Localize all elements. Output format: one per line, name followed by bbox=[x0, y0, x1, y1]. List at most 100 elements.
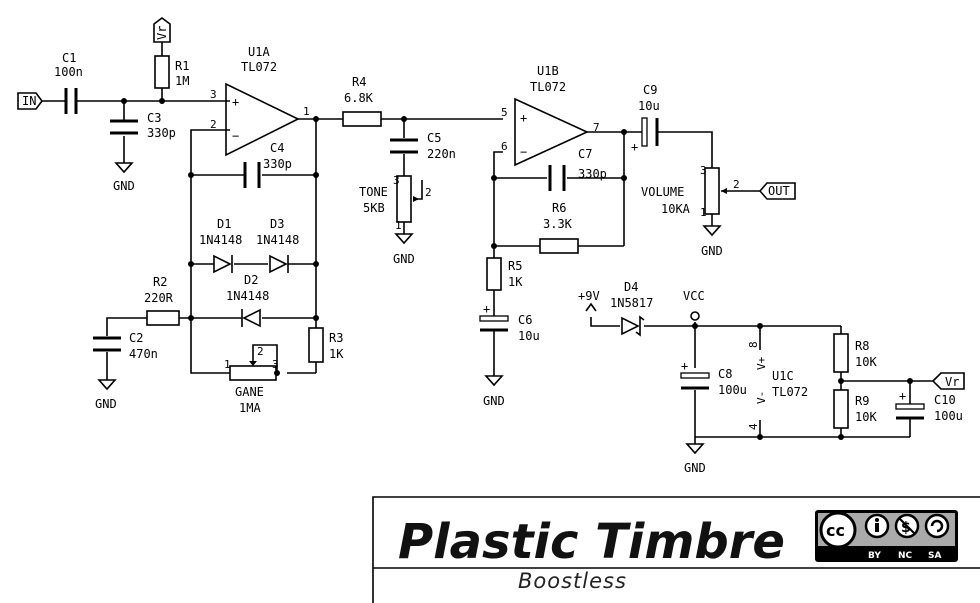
svg-text:V+: V+ bbox=[755, 356, 768, 370]
junction-dot bbox=[907, 378, 913, 384]
junction-dot bbox=[491, 243, 497, 249]
junction-dot bbox=[188, 261, 194, 267]
junction-dot bbox=[491, 175, 497, 181]
svg-text:cc: cc bbox=[826, 521, 845, 540]
svg-text:C3: C3 bbox=[147, 111, 161, 125]
svg-text:VCC: VCC bbox=[683, 289, 705, 303]
svg-text:1: 1 bbox=[303, 105, 310, 118]
power-symbol-9v: +9V bbox=[578, 289, 600, 312]
svg-text:R4: R4 bbox=[352, 75, 366, 89]
svg-text:GND: GND bbox=[684, 461, 706, 475]
svg-text:2: 2 bbox=[210, 118, 217, 131]
junction-dot bbox=[188, 315, 194, 321]
resistor-r3: R3 1K bbox=[308, 327, 344, 363]
svg-text:+: + bbox=[483, 302, 490, 316]
svg-text:1MA: 1MA bbox=[239, 401, 261, 415]
potentiometer-gane: 1 2 3 GANE 1MA bbox=[224, 345, 279, 415]
junction-dot bbox=[313, 315, 319, 321]
capacitor-c5: C5 220n bbox=[390, 131, 456, 161]
svg-text:+: + bbox=[520, 111, 527, 125]
svg-text:220n: 220n bbox=[427, 147, 456, 161]
svg-text:GND: GND bbox=[393, 252, 415, 266]
svg-text:2: 2 bbox=[733, 178, 740, 191]
resistor-r9: R9 10K bbox=[833, 389, 877, 429]
svg-text:+: + bbox=[631, 140, 638, 154]
resistor-r1: R1 1M bbox=[154, 55, 189, 89]
junction-dot bbox=[188, 172, 194, 178]
resistor-r8: R8 10K bbox=[833, 333, 877, 373]
svg-text:C8: C8 bbox=[718, 367, 732, 381]
project-subtitle: Boostless bbox=[518, 569, 627, 593]
svg-text:100u: 100u bbox=[718, 383, 747, 397]
junction-dot bbox=[313, 261, 319, 267]
junction-dot bbox=[313, 172, 319, 178]
junction-dot bbox=[838, 378, 844, 384]
svg-text:1: 1 bbox=[700, 206, 707, 219]
svg-text:C7: C7 bbox=[578, 147, 592, 161]
svg-text:BY: BY bbox=[868, 551, 881, 561]
ground-symbol: GND bbox=[113, 162, 135, 193]
svg-text:TL072: TL072 bbox=[772, 385, 808, 399]
junctions bbox=[121, 98, 913, 440]
svg-text:SA: SA bbox=[928, 551, 941, 561]
input-port-in: IN bbox=[17, 92, 43, 110]
svg-text:GND: GND bbox=[701, 244, 723, 258]
svg-text:OUT: OUT bbox=[768, 184, 790, 198]
svg-text:2: 2 bbox=[257, 345, 264, 358]
svg-text:R5: R5 bbox=[508, 259, 522, 273]
svg-text:1M: 1M bbox=[175, 74, 189, 88]
svg-text:U1B: U1B bbox=[537, 64, 559, 78]
ground-symbol: GND bbox=[701, 225, 723, 258]
junction-dot bbox=[313, 116, 319, 122]
junction-dot bbox=[159, 98, 165, 104]
svg-text:VOLUME: VOLUME bbox=[641, 185, 684, 199]
svg-text:U1C: U1C bbox=[772, 369, 794, 383]
svg-text:+: + bbox=[899, 389, 906, 403]
svg-text:330p: 330p bbox=[263, 157, 292, 171]
vr-port: Vr bbox=[153, 17, 171, 43]
junction-dot bbox=[401, 116, 407, 122]
junction-dot bbox=[121, 98, 127, 104]
potentiometer-volume: 3 2 1 VOLUME 10KA bbox=[641, 164, 740, 219]
svg-text:10K: 10K bbox=[855, 355, 877, 369]
svg-text:1N4148: 1N4148 bbox=[226, 289, 269, 303]
opamp-u1b: + − 5 6 7 U1B TL072 bbox=[501, 64, 600, 167]
svg-text:−: − bbox=[520, 145, 527, 159]
svg-text:R3: R3 bbox=[329, 331, 343, 345]
junction-dot bbox=[757, 323, 763, 329]
svg-text:GND: GND bbox=[95, 397, 117, 411]
resistor-r6: R6 3.3K bbox=[539, 201, 579, 254]
svg-text:C4: C4 bbox=[270, 141, 284, 155]
vr-port: Vr bbox=[931, 372, 965, 390]
capacitor-c6: + C6 10u bbox=[479, 302, 540, 343]
svg-text:Vr: Vr bbox=[945, 375, 959, 389]
svg-text:1N5817: 1N5817 bbox=[610, 296, 653, 310]
junction-dot bbox=[838, 434, 844, 440]
svg-text:D4: D4 bbox=[624, 280, 638, 294]
svg-text:NC: NC bbox=[898, 551, 913, 561]
junction-dot bbox=[621, 129, 627, 135]
svg-text:1: 1 bbox=[395, 219, 402, 232]
svg-text:10u: 10u bbox=[638, 99, 660, 113]
sharealike-icon bbox=[924, 513, 950, 539]
capacitor-c2: C2 470n bbox=[93, 331, 158, 361]
diode-d3: D3 1N4148 bbox=[256, 217, 299, 274]
svg-text:R1: R1 bbox=[175, 59, 189, 73]
capacitor-c7: C7 330p bbox=[548, 147, 607, 191]
svg-text:10u: 10u bbox=[518, 329, 540, 343]
junction-dot bbox=[757, 434, 763, 440]
vcc-symbol: VCC bbox=[683, 289, 705, 321]
cc-icon bbox=[819, 511, 857, 549]
wires bbox=[42, 42, 933, 444]
svg-text:D1: D1 bbox=[217, 217, 231, 231]
junction-dot bbox=[621, 175, 627, 181]
svg-text:TL072: TL072 bbox=[530, 80, 566, 94]
ground-symbol: GND bbox=[95, 379, 117, 411]
output-port-out: OUT bbox=[758, 182, 796, 200]
svg-text:5: 5 bbox=[501, 106, 508, 119]
resistor-r2: R2 220R bbox=[144, 275, 180, 326]
svg-text:Vr: Vr bbox=[155, 26, 169, 40]
svg-text:1K: 1K bbox=[508, 275, 523, 289]
svg-text:5KB: 5KB bbox=[363, 201, 385, 215]
